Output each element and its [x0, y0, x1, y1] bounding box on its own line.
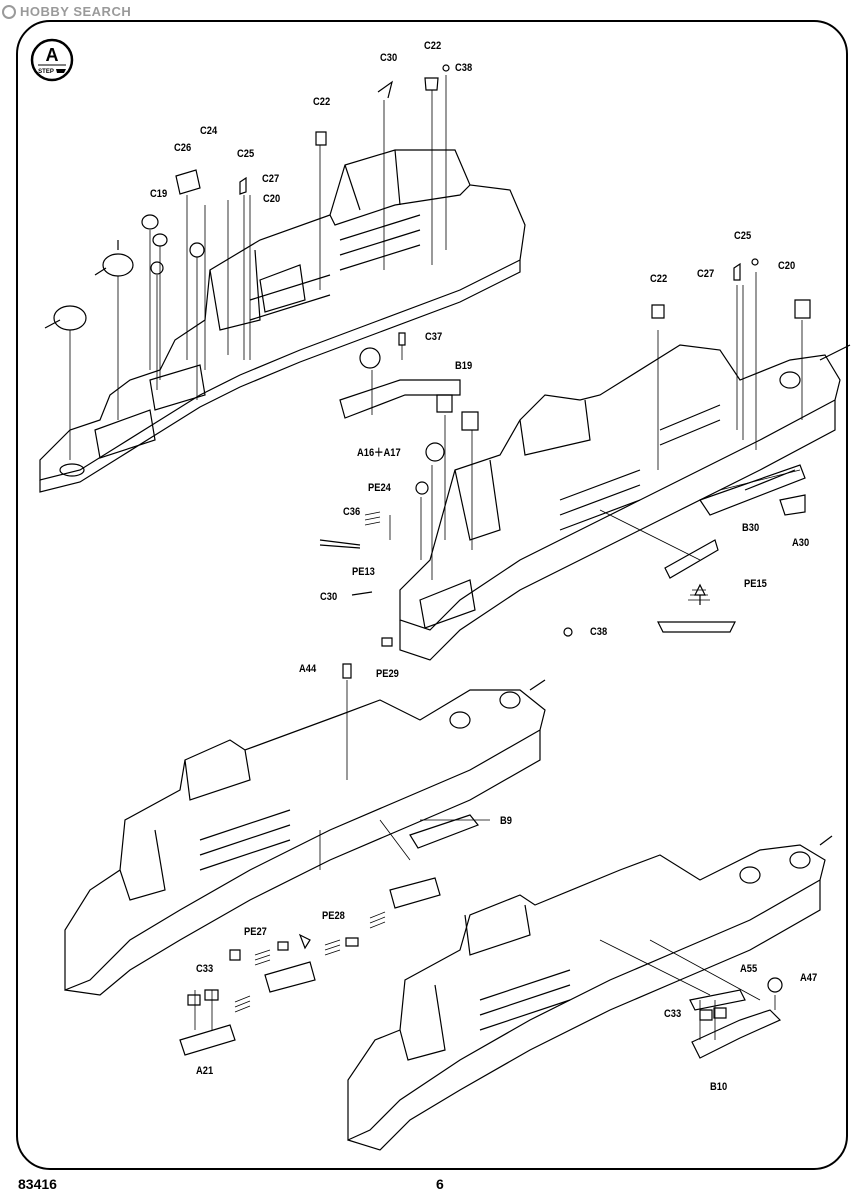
page-number: 6	[436, 1176, 444, 1192]
part-label-c22: C22	[424, 40, 442, 52]
part-label-c38: C38	[590, 626, 608, 638]
part-label-c20: C20	[263, 193, 281, 205]
watermark: HOBBY SEARCH	[2, 4, 131, 19]
motion-hatching	[234, 511, 710, 1013]
part-label-pe29: PE29	[376, 668, 399, 680]
part-label-c36: C36	[343, 506, 361, 518]
step-text: STEP	[38, 69, 54, 75]
ship-hull-3	[64, 679, 546, 996]
leader-lines-3	[194, 680, 490, 1030]
part-label-c33: C33	[196, 963, 214, 975]
part-label-a21: A21	[196, 1065, 214, 1077]
leader-lines-1	[69, 75, 447, 460]
small-parts-4	[689, 977, 783, 1059]
part-label-pe13: PE13	[352, 566, 375, 578]
ship-hull-4	[347, 835, 833, 1151]
watermark-text: HOBBY SEARCH	[20, 4, 132, 19]
part-label-pe27: PE27	[244, 926, 267, 938]
part-label-a16-a17: A16＋A17	[357, 447, 401, 459]
part-label-a47: A47	[800, 972, 818, 984]
part-label-pe28: PE28	[322, 910, 345, 922]
leader-lines-2	[389, 272, 803, 580]
part-label-c26: C26	[174, 142, 192, 154]
part-label-b9: B9	[500, 815, 512, 827]
ship-hull-2	[399, 344, 851, 661]
small-parts-2	[319, 258, 811, 647]
part-label-a55: A55	[740, 963, 758, 975]
small-parts-3	[179, 663, 479, 1056]
part-label-b19: B19	[455, 360, 473, 372]
part-label-c38: C38	[455, 62, 473, 74]
turret-group-1	[44, 214, 205, 331]
watermark-logo-icon	[2, 4, 16, 19]
part-label-c22: C22	[313, 96, 331, 108]
part-label-c37: C37	[425, 331, 443, 343]
part-label-c25: C25	[237, 148, 255, 160]
part-label-c33: C33	[664, 1008, 682, 1020]
part-label-c20: C20	[778, 260, 796, 272]
small-parts-1	[175, 64, 461, 419]
part-label-pe24: PE24	[368, 482, 391, 494]
ship-hull-1	[39, 149, 526, 493]
part-label-pe15: PE15	[744, 578, 767, 590]
step-badge-icon: A STEP	[30, 38, 74, 82]
part-label-c27: C27	[262, 173, 280, 185]
part-label-a44: A44	[299, 663, 317, 675]
part-label-b30: B30	[742, 522, 760, 534]
part-label-c24: C24	[200, 125, 218, 137]
part-label-c25: C25	[734, 230, 752, 242]
part-label-c19: C19	[150, 188, 168, 200]
part-label-c30: C30	[320, 591, 338, 603]
part-label-c27: C27	[697, 268, 715, 280]
model-number: 83416	[18, 1176, 57, 1192]
part-label-c30: C30	[380, 52, 398, 64]
page-border	[16, 20, 848, 1170]
part-label-c22: C22	[650, 273, 668, 285]
svg-text:A: A	[46, 45, 59, 65]
leader-lines-4	[599, 939, 776, 1040]
part-label-b10: B10	[710, 1081, 728, 1093]
part-label-a30: A30	[792, 537, 810, 549]
